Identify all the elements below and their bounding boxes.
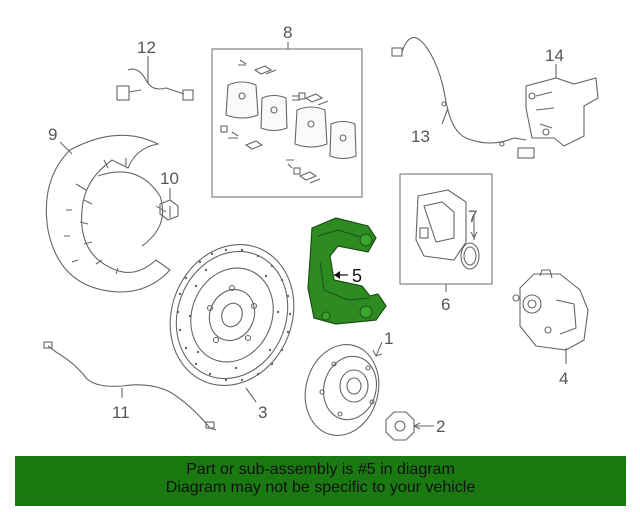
banner-line-2: Diagram may not be specific to your vehi… <box>165 479 476 496</box>
part-2-nut[interactable] <box>385 411 415 441</box>
callout-7: 7 <box>468 207 477 226</box>
part-11-brake-line[interactable] <box>43 341 217 431</box>
callout-arrows <box>155 205 478 430</box>
callout-8: 8 <box>283 23 292 42</box>
part-13-abs-sensor[interactable] <box>391 37 535 159</box>
part-8-brake-pad-kit[interactable] <box>211 42 363 198</box>
info-banner: Part or sub-assembly is #5 in diagram Di… <box>15 456 626 506</box>
part-6-caliper-box[interactable] <box>399 173 493 292</box>
callout-11: 11 <box>112 403 130 422</box>
callout-labels: 1 2 3 4 5 6 7 8 9 10 11 12 13 14 <box>48 23 568 436</box>
callout-13: 13 <box>411 127 430 146</box>
callout-3: 3 <box>258 403 267 422</box>
callout-2: 2 <box>436 417 445 436</box>
callout-5: 5 <box>352 266 362 286</box>
part-9-splash-shield[interactable] <box>45 134 171 293</box>
rotor-holes <box>176 248 292 382</box>
callout-4: 4 <box>559 369 568 388</box>
parts-diagram: 1 2 3 4 5 6 7 8 9 10 11 12 13 14 <box>43 23 599 444</box>
part-3-brake-rotor[interactable] <box>149 226 314 404</box>
callout-6: 6 <box>441 295 450 314</box>
callout-9: 9 <box>48 125 57 144</box>
callout-10: 10 <box>160 169 179 188</box>
part-10-bolt[interactable] <box>159 188 179 221</box>
part-1-wheel-hub[interactable] <box>295 336 388 444</box>
callout-1: 1 <box>384 329 393 348</box>
banner-line-1: Part or sub-assembly is #5 in diagram <box>186 461 455 478</box>
part-12-wear-sensor[interactable] <box>116 56 194 101</box>
callout-14: 14 <box>545 46 564 65</box>
callout-12: 12 <box>137 38 156 57</box>
part-4-caliper[interactable] <box>512 269 589 364</box>
part-5-caliper-bracket[interactable] <box>307 217 387 325</box>
part-14-backing-bracket[interactable] <box>525 64 599 147</box>
